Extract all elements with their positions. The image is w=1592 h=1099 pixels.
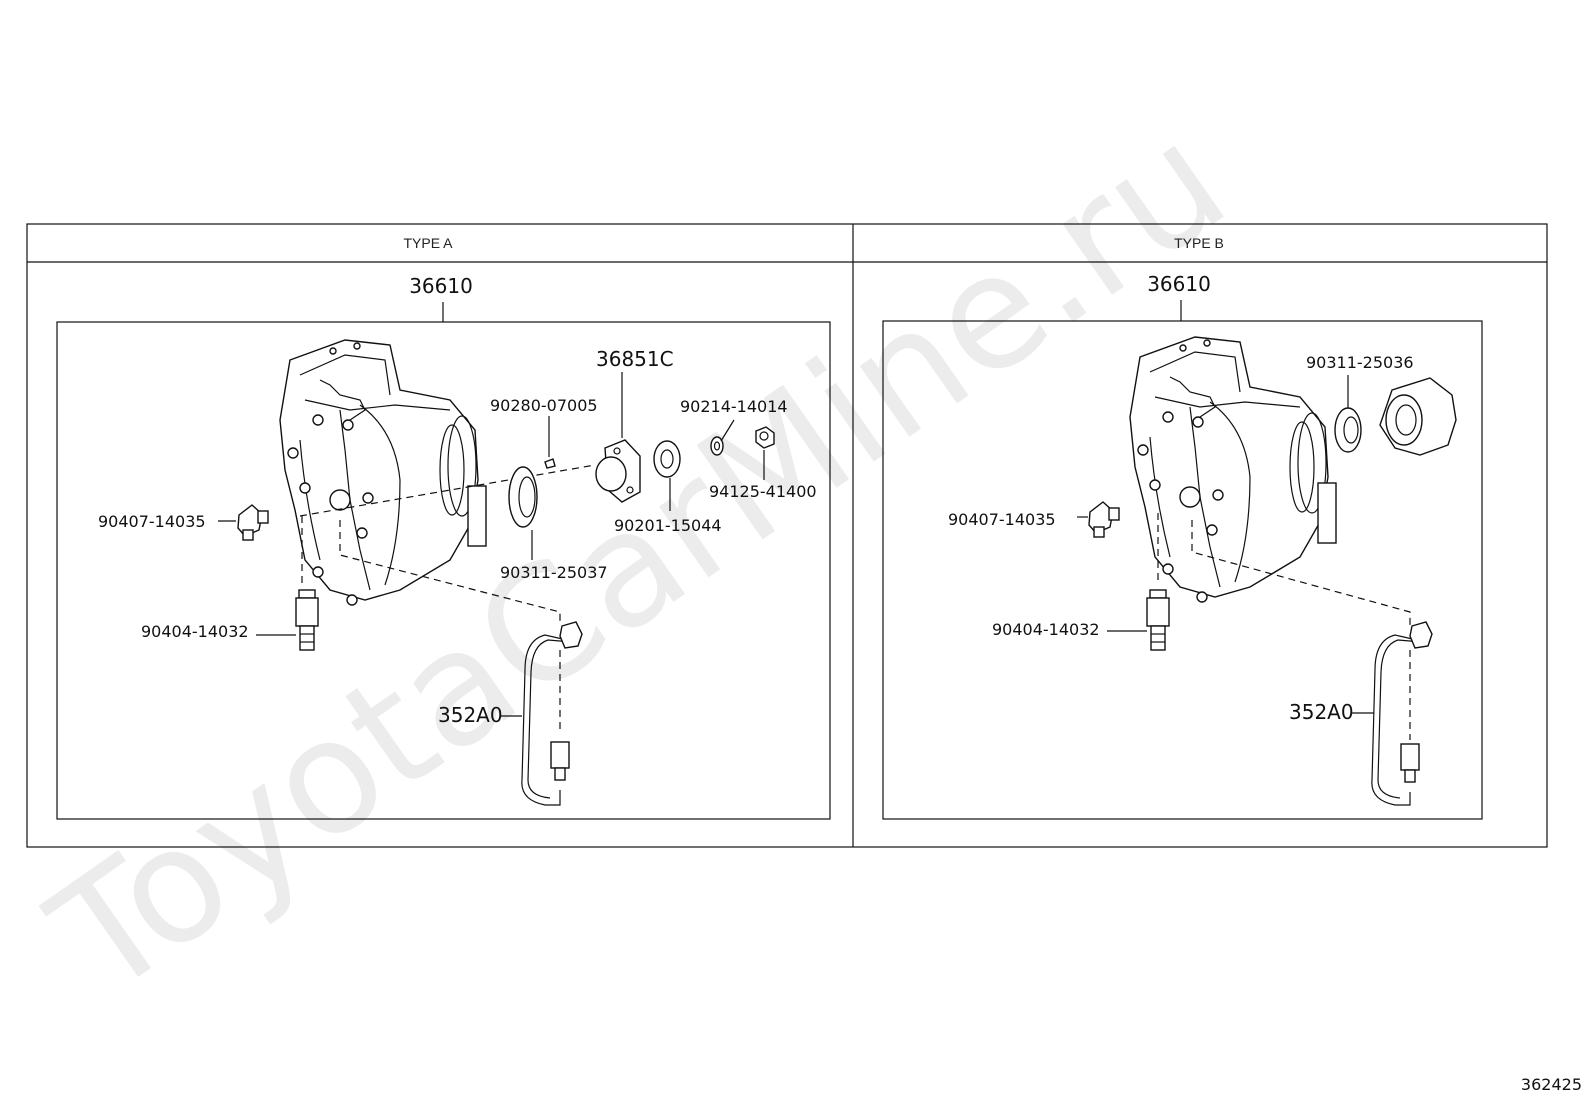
callout-90404-14032[interactable]: 90404-14032 (992, 620, 1100, 639)
part-pin-90280-07005[interactable] (544, 458, 556, 469)
assembly-frame (56, 321, 831, 820)
callout-90407-14035[interactable]: 90407-14035 (98, 512, 206, 531)
part-plug-90407-14035[interactable] (1088, 501, 1120, 538)
part-extension-housing[interactable] (1379, 377, 1457, 456)
part-washer-90201-15044[interactable] (653, 440, 681, 478)
part-harness-352A0[interactable] (1371, 621, 1433, 806)
panel-type-b: TYPE B 36610 (882, 235, 1483, 820)
callout-352A0[interactable]: 352A0 (438, 703, 503, 727)
assembly-number[interactable]: 36610 (409, 274, 473, 298)
assembly-frame (882, 320, 1483, 820)
callout-90201-15044[interactable]: 90201-15044 (614, 516, 722, 535)
part-harness-352A0[interactable] (521, 621, 583, 806)
callout-90311-25036[interactable]: 90311-25036 (1306, 353, 1414, 372)
part-washer-90214-14014[interactable] (710, 436, 724, 456)
callout-90214-14014[interactable]: 90214-14014 (680, 397, 788, 416)
part-plug-90404-14032[interactable] (295, 589, 319, 651)
watermark-text: ToyotaCarMine.ru (20, 89, 1257, 1032)
part-oil-seal-90311-25036[interactable] (1334, 407, 1362, 453)
diagram-number: 362425 (1521, 1075, 1582, 1094)
panel-header-type-b: TYPE B (1174, 235, 1224, 251)
callout-94125-41400[interactable]: 94125-41400 (709, 482, 817, 501)
part-plug-90407-14035[interactable] (237, 504, 269, 541)
callout-352A0[interactable]: 352A0 (1289, 700, 1354, 724)
assembly-number[interactable]: 36610 (1147, 272, 1211, 296)
callout-36851C[interactable]: 36851C (596, 347, 674, 371)
panel-type-a: TYPE A 36610 (56, 235, 831, 820)
part-cover-36851C[interactable] (595, 439, 641, 503)
callout-90404-14032[interactable]: 90404-14032 (141, 622, 249, 641)
part-nut-94125-41400[interactable] (755, 426, 775, 449)
panel-header-type-a: TYPE A (403, 235, 453, 251)
transfer-case-illustration (279, 339, 487, 606)
callout-90407-14035[interactable]: 90407-14035 (948, 510, 1056, 529)
diagram-table (26, 223, 1548, 848)
callout-90311-25037[interactable]: 90311-25037 (500, 563, 608, 582)
part-plug-90404-14032[interactable] (1146, 589, 1170, 651)
transfer-case-illustration (1129, 336, 1337, 603)
callout-90280-07005[interactable]: 90280-07005 (490, 396, 598, 415)
part-oil-seal-90311-25037[interactable] (508, 466, 538, 528)
